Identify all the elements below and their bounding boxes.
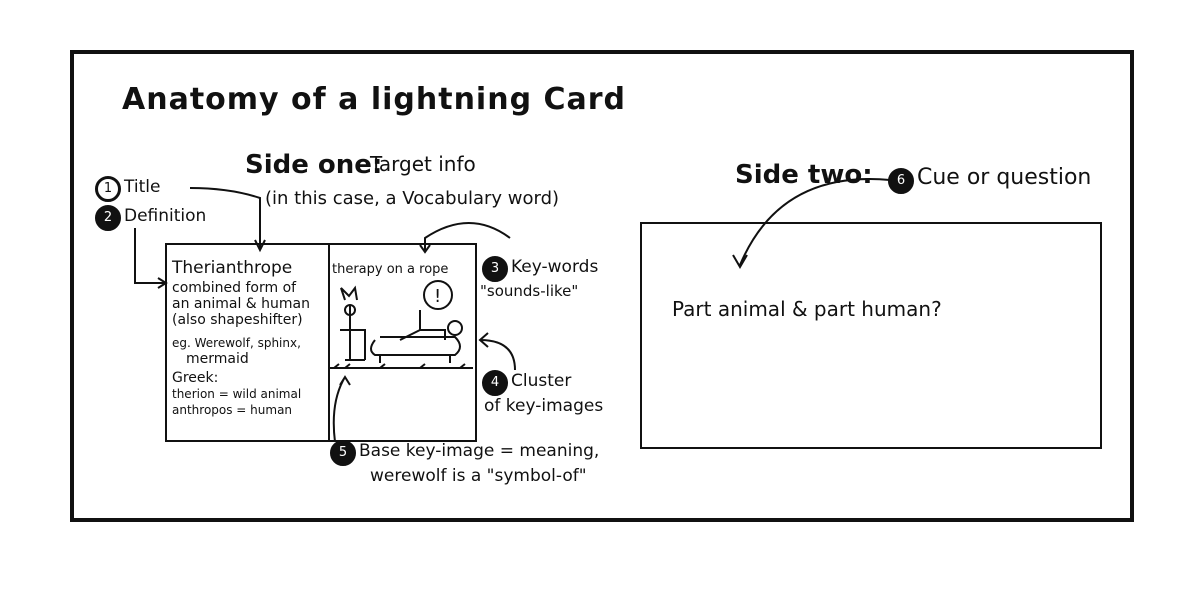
side-one-heading: Side one:	[245, 150, 383, 180]
cue-text: Part animal & part human?	[672, 297, 942, 321]
side-two-heading: Side two:	[735, 160, 873, 190]
base-line	[330, 367, 473, 369]
arrow-cluster	[478, 332, 516, 371]
arrow-keywords	[419, 222, 511, 254]
card-examples: eg. Werewolf, sphinx,mermaid	[172, 336, 301, 367]
side-one-subtitle: Target info	[370, 152, 476, 176]
diagram-frame	[70, 50, 1134, 522]
card-side-one	[165, 243, 477, 442]
arrow-cue	[732, 178, 891, 269]
svg-text:!: !	[434, 286, 441, 307]
card-divider	[328, 243, 330, 440]
arrow-base	[332, 375, 351, 443]
diagram-title: Anatomy of a lightning Card	[122, 82, 627, 117]
side-one-note: (in this case, a Vocabulary word)	[265, 188, 560, 209]
key-image-sketch: !	[333, 280, 466, 369]
arrow-title	[189, 187, 266, 253]
arrow-definition	[134, 228, 168, 289]
card-keyword: therapy on a rope	[332, 262, 449, 277]
card-side-two	[640, 222, 1102, 449]
card-word: Therianthrope	[172, 258, 293, 278]
